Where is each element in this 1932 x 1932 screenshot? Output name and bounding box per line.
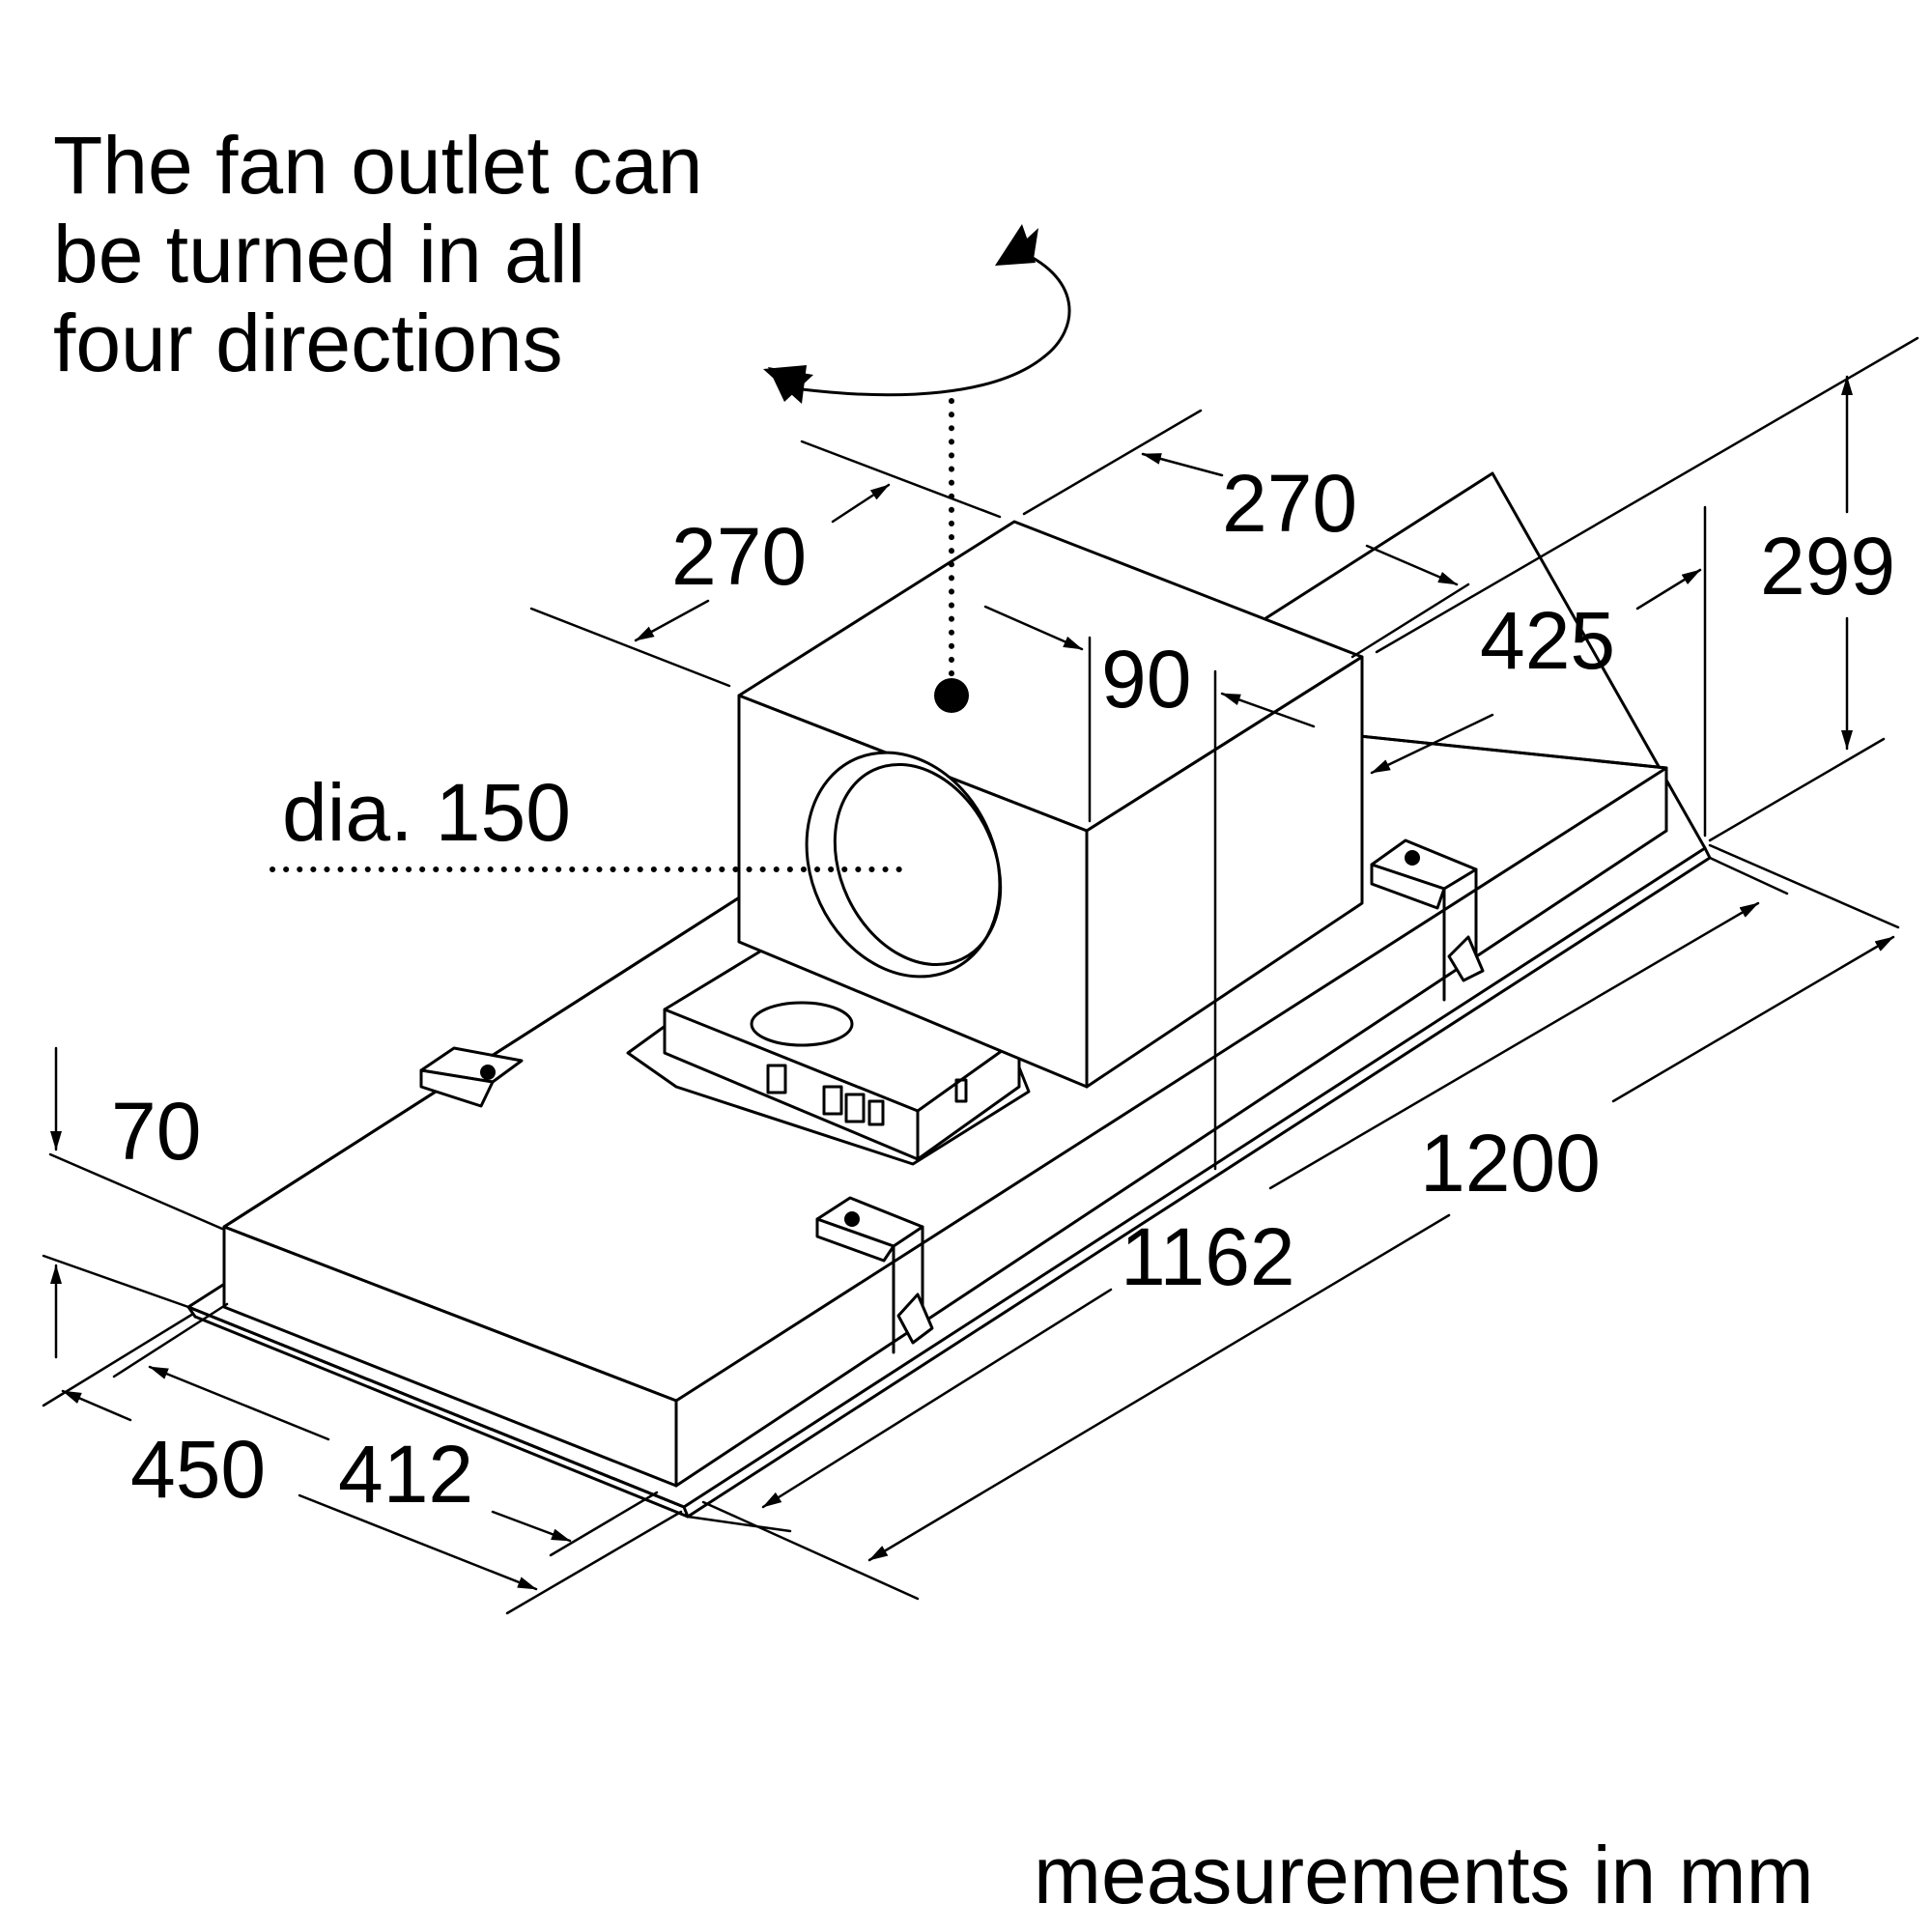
- bracket-left-back: [419, 1046, 524, 1108]
- dim-fan-depth-right: 270: [1222, 458, 1357, 549]
- dim-total-height: 299: [1760, 521, 1895, 611]
- rotation-arrow: [763, 224, 1071, 404]
- dim-depth-body: 412: [338, 1429, 473, 1520]
- note-line-2: be turned in all: [53, 209, 585, 299]
- dimension-lines: [42, 336, 1919, 1615]
- bracket-right-back: [1370, 838, 1485, 1002]
- fan-box: [737, 398, 1364, 1089]
- dim-length-body: 1162: [1121, 1211, 1295, 1302]
- dim-base-height: 70: [111, 1086, 201, 1177]
- rotation-center-icon: [934, 678, 969, 713]
- note-line-3: four directions: [53, 298, 563, 388]
- dim-fan-width-left: 270: [671, 511, 807, 602]
- bracket-left-front: [815, 1196, 934, 1354]
- units-caption: measurements in mm: [1034, 1830, 1814, 1920]
- dimension-labels: 270 270 90 dia. 150 425 299 70 450 412 1…: [111, 458, 1895, 1520]
- mounting-brackets: [419, 838, 1485, 1354]
- dim-depth-outer: 450: [130, 1424, 266, 1515]
- dim-diameter: dia. 150: [282, 767, 571, 858]
- note-line-1: The fan outlet can: [53, 120, 702, 211]
- control-panel: [626, 945, 1031, 1166]
- dim-outlet-offset: 90: [1101, 634, 1191, 724]
- note-text: The fan outlet can be turned in all four…: [53, 120, 702, 388]
- dim-length-outer: 1200: [1420, 1118, 1601, 1208]
- dim-depth-inner: 425: [1480, 595, 1615, 686]
